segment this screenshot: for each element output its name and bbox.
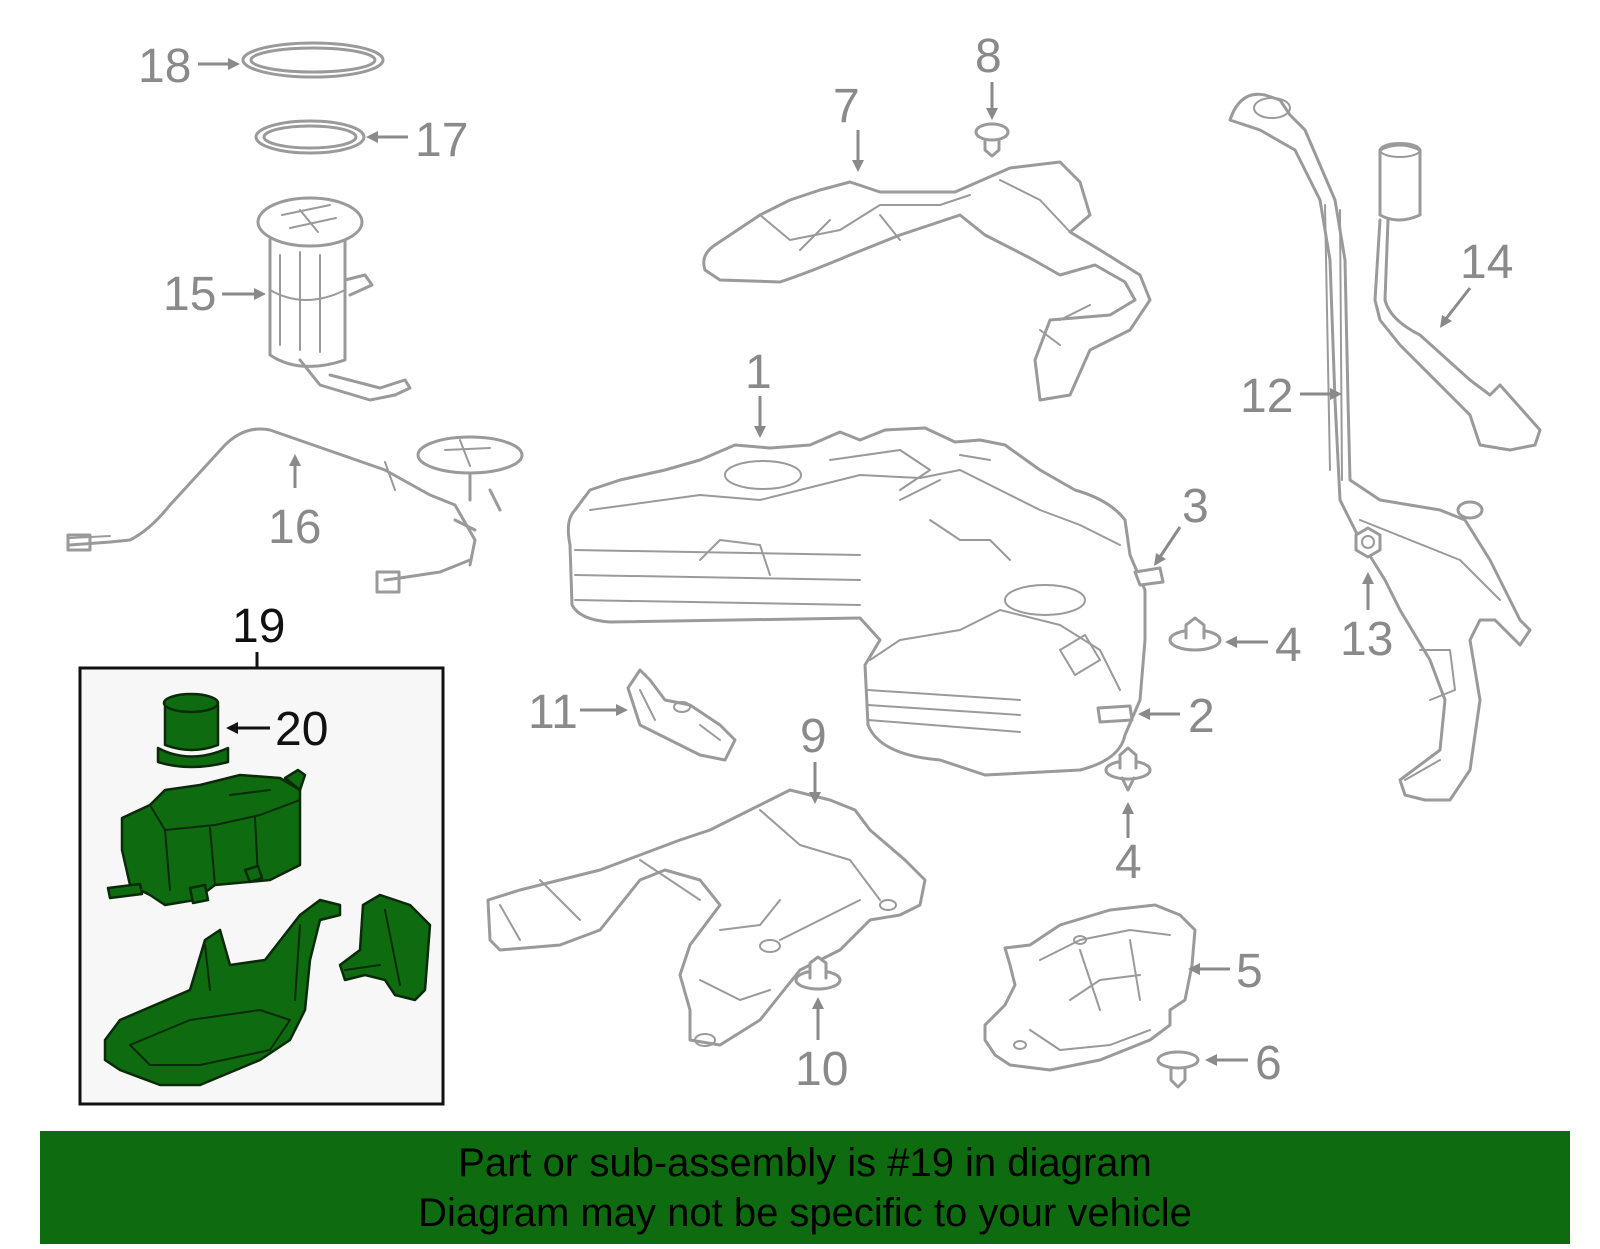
callout-20[interactable]: 20 <box>226 703 328 756</box>
part-9-lower-shield[interactable] <box>486 788 927 1047</box>
callout-20-label: 20 <box>275 703 328 756</box>
part-14-vent-hose[interactable] <box>1373 142 1542 452</box>
callout-17[interactable]: 17 <box>366 114 468 167</box>
callout-8[interactable]: 8 <box>975 30 1002 120</box>
callout-11[interactable]: 11 <box>528 686 628 739</box>
callout-5-label: 5 <box>1236 945 1263 998</box>
part-7-heat-shield[interactable] <box>702 160 1152 402</box>
callout-7[interactable]: 7 <box>833 80 864 172</box>
callout-18[interactable]: 18 <box>138 40 240 93</box>
callout-8-label: 8 <box>975 30 1002 83</box>
banner-line-2: Diagram may not be specific to your vehi… <box>418 1190 1192 1235</box>
callout-14[interactable]: 14 <box>1440 236 1513 328</box>
callout-2[interactable]: 2 <box>1138 690 1215 743</box>
part-8-push-pin[interactable] <box>974 122 1010 158</box>
part-13-hex-nut[interactable] <box>1354 526 1382 559</box>
part-12-filler-tube[interactable] <box>1228 92 1532 802</box>
part-18-seal-ring[interactable] <box>241 41 385 79</box>
callout-2-label: 2 <box>1188 690 1215 743</box>
callout-19-label: 19 <box>232 600 285 653</box>
callout-15[interactable]: 15 <box>163 268 266 321</box>
callout-3-label: 3 <box>1182 480 1209 533</box>
part-2-strap-bracket[interactable] <box>1096 704 1134 724</box>
part-6-push-pin[interactable] <box>1156 1050 1200 1089</box>
callout-4-upper[interactable]: 4 <box>1225 619 1302 672</box>
callout-10[interactable]: 10 <box>795 997 848 1096</box>
callout-7-label: 7 <box>833 80 860 133</box>
part-4-nut-lower[interactable] <box>1104 746 1152 792</box>
callout-4-upper-label: 4 <box>1275 619 1302 672</box>
callout-1[interactable]: 1 <box>745 346 772 438</box>
callout-18-label: 18 <box>138 40 191 93</box>
callout-3[interactable]: 3 <box>1154 480 1209 566</box>
callout-11-label: 11 <box>528 686 578 739</box>
callout-6-label: 6 <box>1255 1037 1282 1090</box>
callout-16[interactable]: 16 <box>268 454 321 554</box>
callout-12[interactable]: 12 <box>1240 370 1342 423</box>
callout-6[interactable]: 6 <box>1205 1037 1282 1090</box>
part-5-skid-shield[interactable] <box>983 903 1197 1072</box>
callout-13-label: 13 <box>1340 613 1393 666</box>
callout-9[interactable]: 9 <box>800 710 827 804</box>
callout-13[interactable]: 13 <box>1340 572 1393 666</box>
callout-19[interactable]: 19 <box>232 600 285 668</box>
part-11-bracket[interactable] <box>626 668 737 762</box>
callout-10-label: 10 <box>795 1043 848 1096</box>
callout-17-label: 17 <box>415 114 468 167</box>
callout-12-label: 12 <box>1240 370 1293 423</box>
part-17-lock-ring[interactable] <box>254 119 366 155</box>
part-10-push-pin[interactable] <box>794 955 842 991</box>
part-15-fuel-pump-module[interactable] <box>256 196 412 402</box>
part-19-mounting-bracket[interactable] <box>103 893 432 1087</box>
callout-5[interactable]: 5 <box>1188 945 1263 998</box>
part-3-strap-bracket[interactable] <box>1133 566 1165 587</box>
callout-4-lower[interactable]: 4 <box>1115 802 1142 889</box>
callout-14-label: 14 <box>1460 236 1513 289</box>
banner-line-1: Part or sub-assembly is #19 in diagram <box>458 1140 1152 1185</box>
part-16-fuel-line[interactable] <box>66 427 524 594</box>
callout-1-label: 1 <box>745 346 772 399</box>
part-1-fuel-tank[interactable] <box>566 426 1147 777</box>
part-19-vapor-canister[interactable] <box>106 768 307 907</box>
disclaimer-banner: Part or sub-assembly is #19 in diagram D… <box>40 1131 1570 1244</box>
callout-9-label: 9 <box>800 710 827 763</box>
part-4-nut-upper[interactable] <box>1168 616 1222 652</box>
part-20-filter[interactable] <box>156 692 230 769</box>
callout-16-label: 16 <box>268 501 321 554</box>
callout-4-lower-label: 4 <box>1115 836 1142 889</box>
callout-15-label: 15 <box>163 268 216 321</box>
